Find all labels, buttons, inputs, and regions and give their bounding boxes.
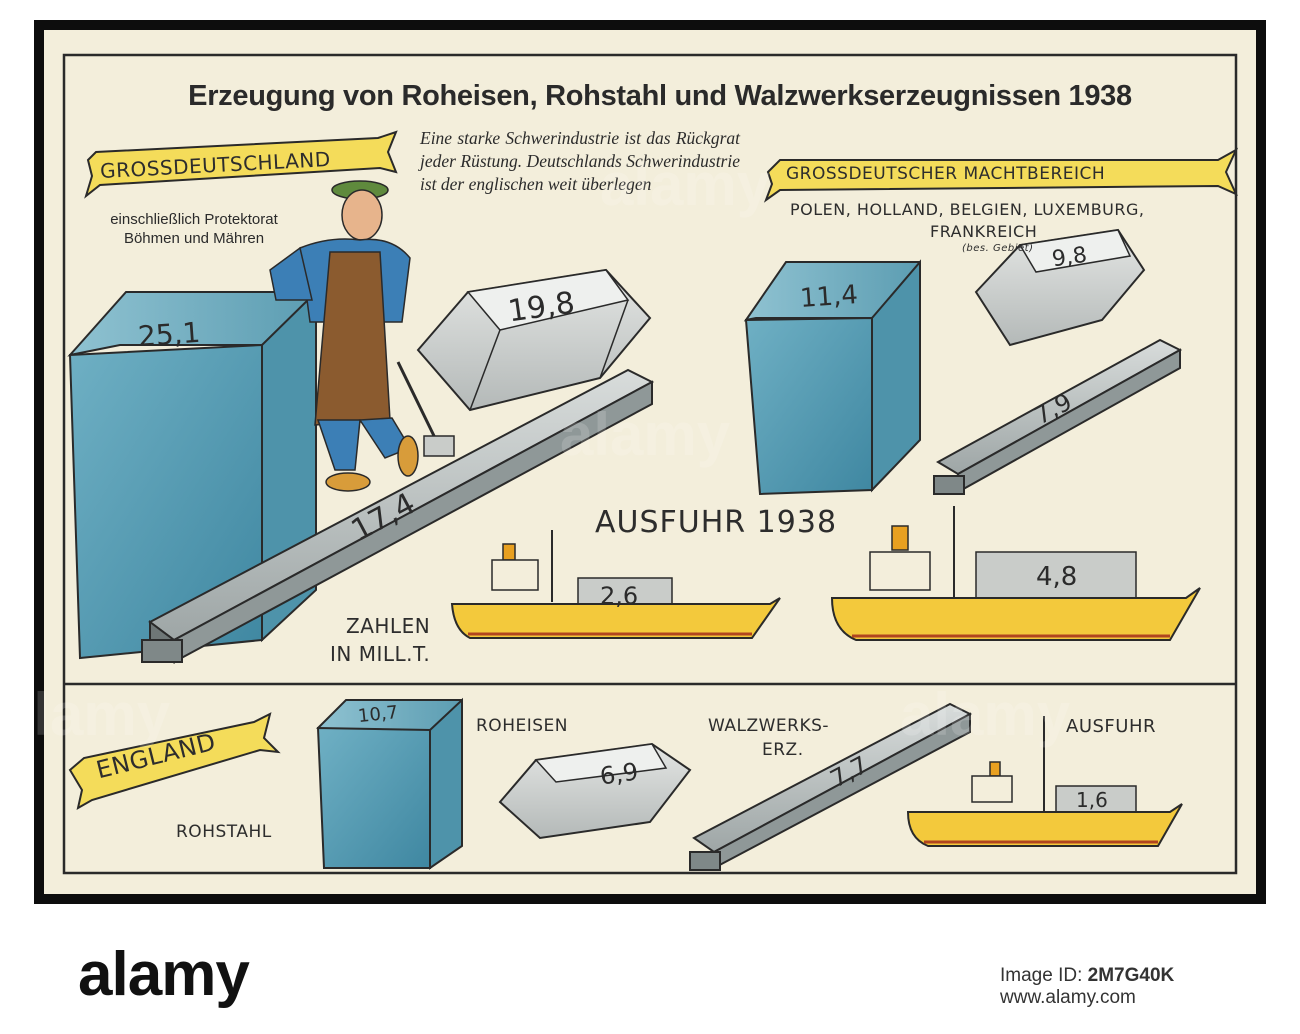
machtbereich-note: (bes. Gebiet): [962, 243, 1034, 254]
rolled-beam-icon: [141, 368, 655, 664]
gd-rohstahl-value: 25,1: [136, 315, 202, 354]
gd-ausfuhr-value: 2,6: [600, 582, 639, 610]
propaganda-quote: Eine starke Schwerindustrie ist das Rück…: [420, 128, 740, 194]
cargo-ship-icon: [450, 530, 781, 639]
rolled-beam-icon: [689, 702, 973, 871]
legend-roheisen: ROHEISEN: [476, 716, 568, 736]
worker-figure-icon: [269, 180, 455, 492]
footer-url: www.alamy.com: [1000, 987, 1136, 1008]
alamy-logo: alamy: [78, 940, 250, 1009]
watermark: alamy: [560, 401, 731, 468]
machtbereich-banner-label: GROSSDEUTSCHER MACHTBEREICH: [786, 164, 1106, 184]
rolled-beam-icon: [933, 338, 1183, 495]
mb-roheisen-value: 9,8: [1050, 242, 1089, 273]
grossdeutschland-subtitle: einschließlich Protektorat Böhmen und Mä…: [84, 210, 304, 248]
image-id: Image ID: 2M7G40K www.alamy.com: [1000, 965, 1174, 1009]
grossdeutschland-banner: [84, 130, 398, 199]
england-banner: [68, 712, 281, 810]
pig-iron-ingot-icon: [416, 268, 652, 412]
legend-ausfuhr: AUSFUHR: [1066, 716, 1156, 737]
footer: [0, 922, 1300, 1029]
machtbereich-countries-2: FRANKREICH: [930, 222, 1038, 241]
mb-rohstahl-value: 11,4: [799, 280, 859, 314]
legend-rohstahl: ROHSTAHL: [176, 822, 272, 842]
units-line-1: ZAHLEN: [346, 614, 431, 638]
pig-iron-ingot-icon: [498, 742, 692, 840]
units-line-2: IN MILL.T.: [330, 642, 431, 666]
watermark: alamy: [900, 681, 1071, 748]
poster-title: Erzeugung von Roheisen, Rohstahl und Wal…: [188, 80, 1132, 112]
subtitle-line-1: einschließlich Protektorat: [110, 211, 278, 228]
steel-block-icon: [743, 259, 921, 496]
en-roheisen-value: 6,9: [598, 757, 640, 791]
legend-walzwerk-line-1: WALZWERKS-: [708, 716, 830, 736]
en-ausfuhr-value: 1,6: [1076, 788, 1108, 812]
machtbereich-banner: [763, 147, 1239, 203]
legend-walzwerk-line-2: ERZ.: [762, 740, 804, 760]
cargo-ship-icon: [906, 716, 1183, 847]
export-heading: AUSFUHR 1938: [595, 505, 838, 540]
en-rohstahl-value: 10,7: [357, 701, 400, 728]
image-id-value: 2M7G40K: [1087, 965, 1175, 986]
image-id-label: Image ID:: [1000, 965, 1083, 986]
steel-block-icon: [316, 697, 463, 870]
watermark: alamy: [0, 681, 171, 748]
mb-ausfuhr-value: 4,8: [1036, 562, 1078, 592]
cargo-ship-icon: [830, 506, 1201, 641]
subtitle-line-2: Böhmen und Mähren: [123, 230, 265, 247]
watermark: alamy: [600, 151, 771, 218]
pig-iron-ingot-icon: [974, 228, 1146, 347]
machtbereich-countries: POLEN, HOLLAND, BELGIEN, LUXEMBURG,: [790, 200, 1145, 219]
